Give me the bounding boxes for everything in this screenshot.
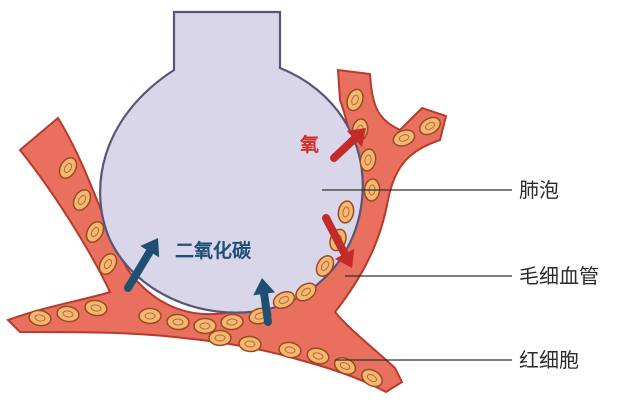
label-oxygen: 氧 <box>300 136 319 155</box>
label-carbon-dioxide: 二氧化碳 <box>175 242 251 261</box>
red-blood-cell <box>209 331 231 346</box>
label-red-blood-cell: 红细胞 <box>519 350 579 370</box>
label-alveolus: 肺泡 <box>519 180 559 200</box>
red-blood-cell <box>139 309 161 324</box>
red-blood-cell <box>194 319 216 334</box>
label-capillary: 毛细血管 <box>519 266 599 286</box>
